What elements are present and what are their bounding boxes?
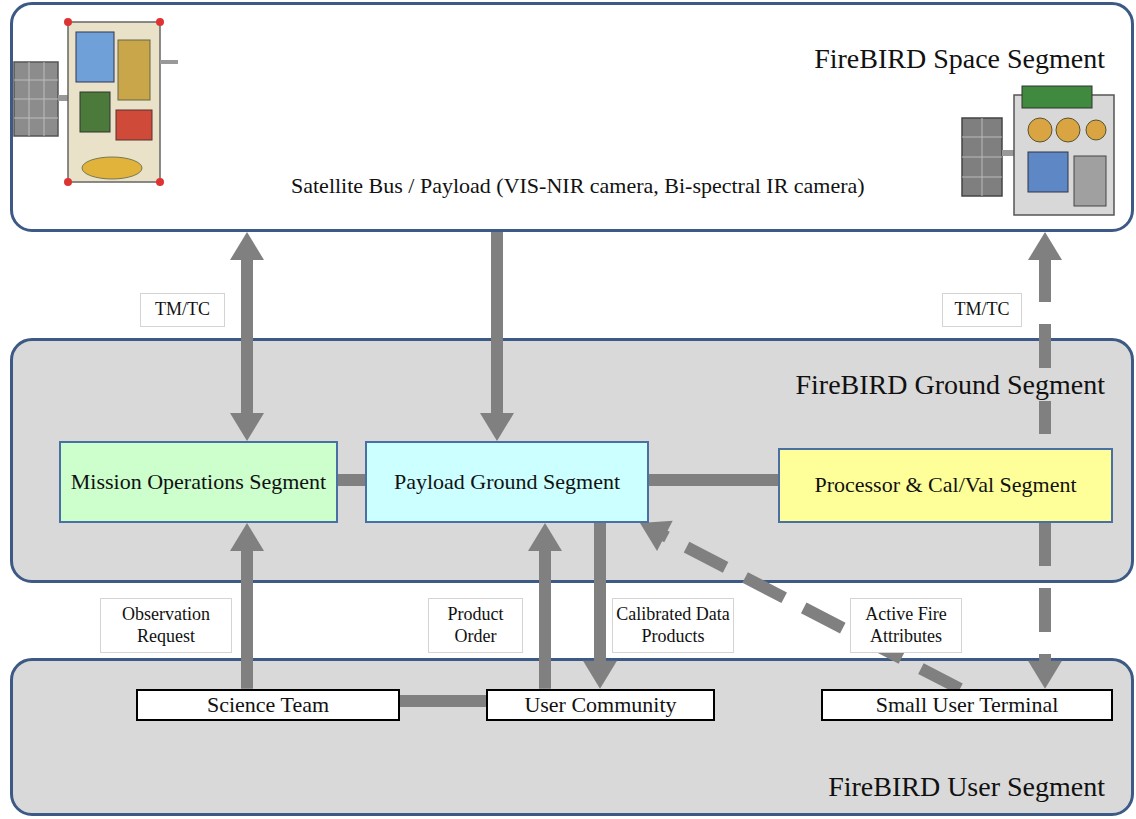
box-label: Processor & Cal/Val Segment bbox=[814, 472, 1076, 498]
flow-label: Calibrated Data Products bbox=[612, 598, 734, 653]
segment-box: Processor & Cal/Val Segment bbox=[778, 448, 1113, 523]
flow-label: Observation Request bbox=[100, 598, 232, 653]
flow-label: TM/TC bbox=[942, 293, 1022, 327]
user-box: User Community bbox=[486, 689, 715, 721]
box-label: Science Team bbox=[207, 692, 329, 718]
flow-label: Product Order bbox=[428, 598, 523, 653]
connector-arrow bbox=[649, 480, 778, 481]
flow-label: Active Fire Attributes bbox=[850, 598, 962, 653]
connector-arrow bbox=[400, 701, 486, 702]
segment-box: Payload Ground Segment bbox=[365, 441, 649, 523]
box-label: User Community bbox=[524, 692, 676, 718]
user-box: Small User Terminal bbox=[821, 689, 1113, 721]
segment-title: FireBIRD Ground Segment bbox=[791, 369, 1109, 401]
box-label: Payload Ground Segment bbox=[394, 469, 620, 495]
right-satellite bbox=[962, 86, 1114, 215]
segment-box: Mission Operations Segment bbox=[59, 441, 338, 523]
box-label: Mission Operations Segment bbox=[71, 469, 326, 495]
left-satellite bbox=[14, 18, 178, 186]
segment-title: FireBIRD User Segment bbox=[824, 771, 1109, 803]
user-segment-band: FireBIRD User Segment Science Team User Co… bbox=[10, 658, 1134, 816]
ground-segment-band: FireBIRD Ground SegmentMission Operation… bbox=[10, 338, 1134, 583]
flow-label: TM/TC bbox=[140, 293, 225, 327]
box-label: Small User Terminal bbox=[876, 692, 1059, 718]
connector-arrow bbox=[338, 480, 365, 481]
payload-description: Satellite Bus / Payload (VIS-NIR camera,… bbox=[291, 173, 865, 199]
space-segment-band: FireBIRD Space SegmentSatellite Bus / Pa… bbox=[10, 2, 1134, 232]
user-box: Science Team bbox=[136, 689, 400, 721]
segment-title: FireBIRD Space Segment bbox=[810, 43, 1109, 75]
satellite-illustration bbox=[0, 0, 1136, 240]
